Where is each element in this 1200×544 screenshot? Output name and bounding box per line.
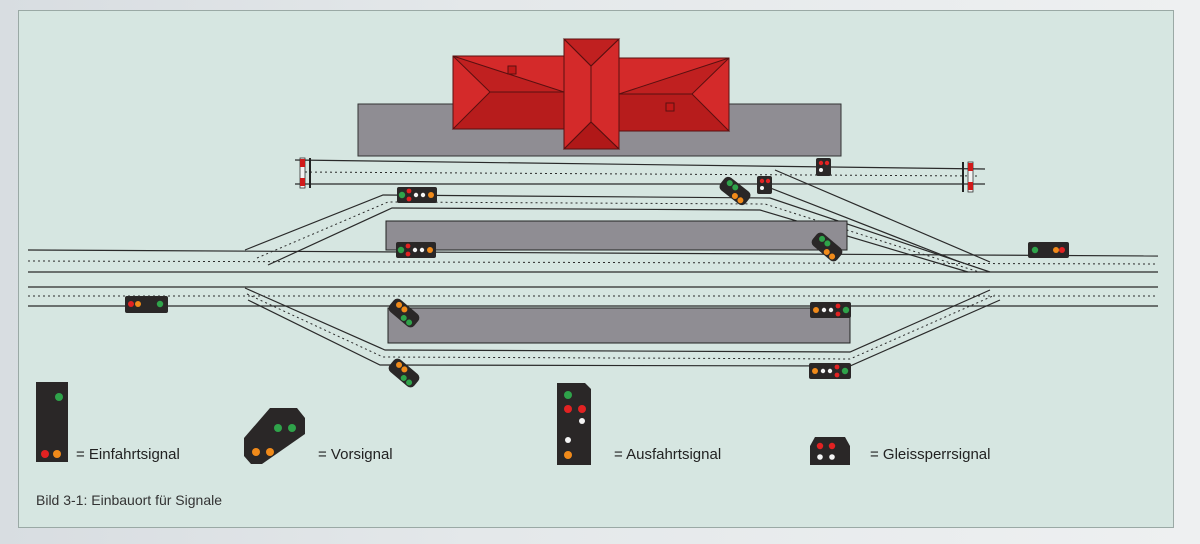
figure-caption: Bild 3-1: Einbauort für Signale (36, 492, 222, 508)
legend-gleissperrsignal-icon (810, 437, 850, 465)
signal-ausfahrt-upper-siding (397, 187, 437, 203)
legend-vorsignal-icon (244, 408, 305, 464)
signal-vorsignal-lower-entry (388, 358, 420, 388)
buffer-stop-right (962, 161, 974, 193)
legend-einfahrtsignal-icon (36, 382, 68, 462)
signal-ausfahrt-lower-track (809, 363, 851, 379)
legend-label-ausfahrtsignal: = Ausfahrtsignal (614, 446, 722, 463)
signal-ausfahrt-upper-platform (396, 242, 436, 258)
signal-vorsignal-upper-platform-right (811, 232, 843, 262)
signal-vorsignal-upper-right (719, 176, 751, 206)
signal-ausfahrt-lower-platform (810, 302, 851, 318)
legend-label-einfahrtsignal: = Einfahrtsignal (76, 446, 180, 463)
legend-label-gleissperrsignal: = Gleissperrsignal (870, 446, 991, 463)
signal-einfahrt-left (125, 296, 168, 313)
legend-ausfahrtsignal-icon (557, 383, 591, 465)
signal-vorsignal-lower-left (388, 298, 420, 328)
signal-einfahrt-right (1028, 242, 1069, 258)
platform-lower (387, 307, 851, 344)
buffer-stop-left (299, 157, 311, 189)
tracks (27, 159, 1159, 367)
signal-gleissperr-siding-2 (816, 158, 831, 176)
station-building-roof (451, 38, 731, 150)
platform-upper (385, 220, 848, 251)
legend-label-vorsignal: = Vorsignal (318, 446, 393, 463)
signal-gleissperr-siding-1 (757, 176, 772, 194)
